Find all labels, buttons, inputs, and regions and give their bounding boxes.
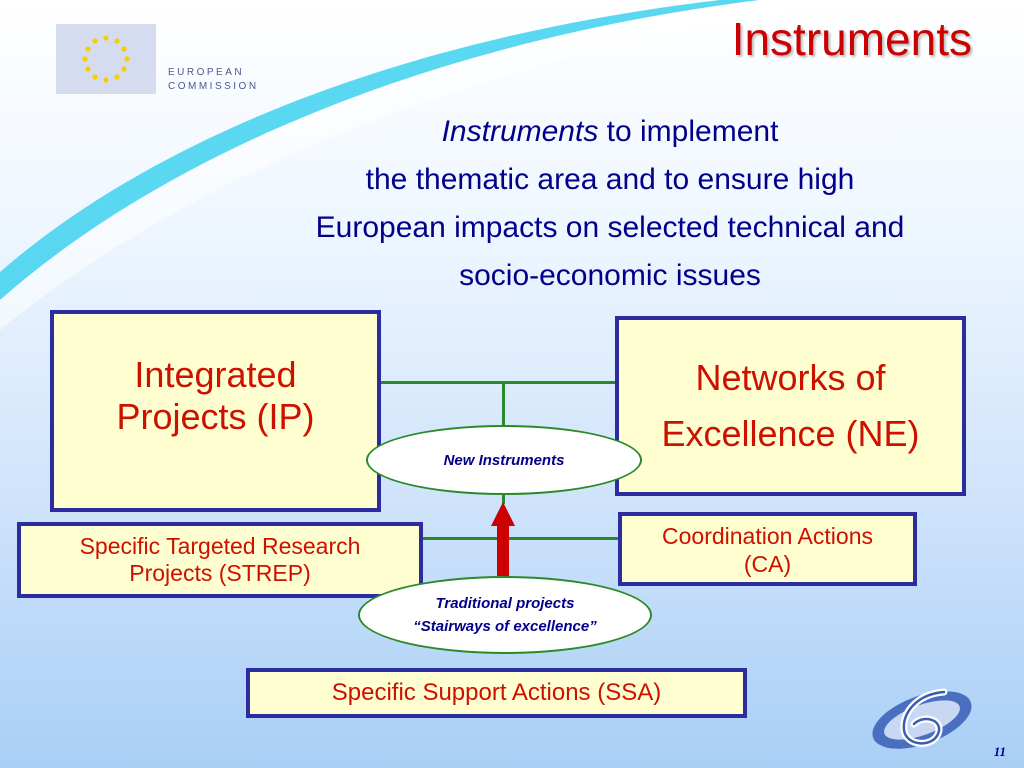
logo-line-1: EUROPEAN: [168, 67, 245, 78]
ca-line-1: Coordination Actions: [662, 523, 873, 549]
strep-line-1: Specific Targeted Research: [79, 533, 361, 559]
connector-vertical-top: [502, 382, 505, 427]
specific-support-actions-box: Specific Support Actions (SSA): [246, 668, 747, 718]
connector-vertical-mid: [502, 490, 505, 504]
ssa-label: Specific Support Actions (SSA): [331, 679, 662, 706]
connector-strep-ca: [423, 537, 618, 540]
subtitle-emphasis: Instruments: [441, 115, 599, 148]
strep-box: Specific Targeted Research Projects (STR…: [17, 522, 423, 598]
ca-line-2: (CA): [743, 551, 792, 577]
coordination-actions-box: Coordination Actions (CA): [618, 512, 917, 586]
ne-line-1: Networks of: [695, 357, 886, 398]
subtitle-line-4: socio-economic issues: [459, 259, 761, 292]
ip-line-1: Integrated: [134, 354, 297, 395]
fp6-logo-icon: [872, 688, 972, 749]
subtitle-line-2: the thematic area and to ensure high: [365, 163, 855, 196]
traditional-line-1: Traditional projects: [435, 595, 575, 612]
connector-ip-ne: [381, 381, 617, 384]
page-title: Instruments: [731, 13, 972, 65]
subtitle-line-1-rest: to implement: [598, 115, 779, 148]
traditional-projects-oval: Traditional projects “Stairways of excel…: [358, 576, 652, 654]
up-arrow-icon: [491, 502, 515, 526]
logo-line-2: COMMISSION: [168, 81, 259, 92]
new-instruments-oval: New Instruments: [366, 425, 642, 495]
integrated-projects-box: Integrated Projects (IP): [50, 310, 381, 512]
upward-arrow-shaft: [497, 520, 509, 576]
subtitle-line-3: European impacts on selected technical a…: [315, 211, 905, 244]
new-instruments-label: New Instruments: [443, 451, 565, 469]
subtitle-line-1: Instruments to implement: [210, 108, 1010, 156]
networks-of-excellence-box: Networks of Excellence (NE): [615, 316, 966, 496]
ip-line-2: Projects (IP): [116, 396, 315, 437]
traditional-line-2: “Stairways of excellence”: [413, 618, 597, 635]
subtitle: Instruments to implement the thematic ar…: [210, 108, 1010, 300]
ne-line-2: Excellence (NE): [661, 413, 920, 454]
strep-line-2: Projects (STREP): [129, 560, 311, 586]
eu-logo-text: EUROPEAN COMMISSION: [168, 66, 259, 94]
eu-flag-icon: [56, 24, 156, 94]
page-number: 11: [993, 744, 1006, 759]
